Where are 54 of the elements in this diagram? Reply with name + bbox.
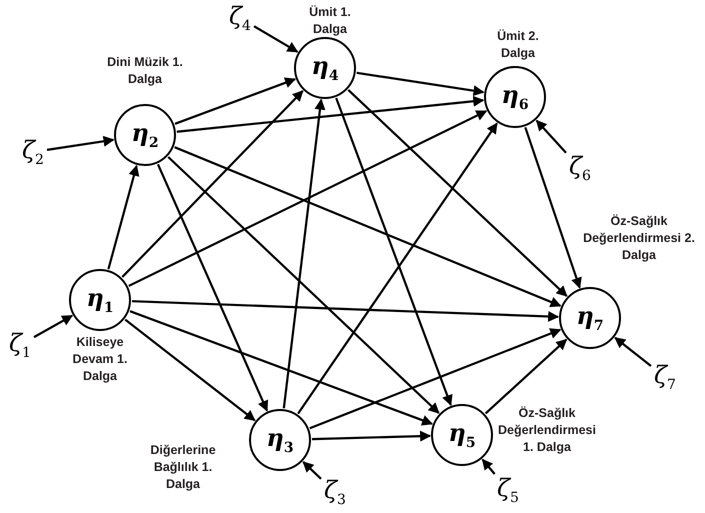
variable-symbol: η$_{1}$ xyxy=(86,286,114,314)
variable-caption: Ümit 2. Dalga xyxy=(496,28,540,62)
variable-caption: Kiliseye Devam 1. Dalga xyxy=(72,334,128,385)
latent-variable-circle xyxy=(484,66,546,128)
path-arrow xyxy=(335,98,452,406)
path-arrow xyxy=(128,110,488,287)
latent-variable-circle xyxy=(431,404,493,466)
path-arrow xyxy=(130,310,434,426)
latent-variable-circle xyxy=(249,409,311,471)
path-arrow xyxy=(132,300,560,322)
path-arrow xyxy=(614,336,652,367)
variable-caption: Öz-Sağlık Değerlendirmesi 1. Dalga xyxy=(497,405,597,456)
variable-symbol: η$_{7}$ xyxy=(576,304,604,332)
error-term-label: ζ$_{7}$ xyxy=(651,361,679,393)
path-arrow xyxy=(121,90,304,278)
variable-symbol: η$_{4}$ xyxy=(311,54,339,82)
path-arrow xyxy=(297,122,498,414)
variable-symbol: η$_{6}$ xyxy=(501,82,529,112)
path-arrow xyxy=(124,318,256,422)
error-term-label: ζ$_{6}$ xyxy=(566,152,594,184)
path-arrow xyxy=(33,314,74,338)
latent-variable-circle xyxy=(559,287,621,349)
latent-variable-circle xyxy=(69,269,131,331)
path-arrow xyxy=(46,136,114,151)
path-arrow xyxy=(482,458,496,475)
path-arrow xyxy=(536,120,567,154)
variable-symbol: η$_{5}$ xyxy=(448,420,476,450)
variable-caption: Öz-Sağlık Değerlendirmesi 2. Dalga xyxy=(582,213,696,264)
error-term-label: ζ$_{5}$ xyxy=(494,474,522,506)
path-arrow xyxy=(524,126,582,289)
variable-caption: Diğerlerine Bağlılık 1. Dalga xyxy=(149,442,217,493)
path-arrow xyxy=(312,430,432,442)
path-arrow xyxy=(348,89,568,297)
error-term-label: ζ$_{4}$ xyxy=(226,2,254,34)
path-arrow xyxy=(484,338,568,414)
variable-caption: Ümit 1. Dalga xyxy=(308,4,352,38)
path-arrow xyxy=(167,156,440,414)
path-arrow xyxy=(174,146,562,308)
path-arrow xyxy=(176,96,484,133)
latent-variable-circle xyxy=(294,37,356,99)
path-arrow xyxy=(282,98,326,408)
error-term-label: ζ$_{3}$ xyxy=(321,476,349,508)
variable-symbol: η$_{2}$ xyxy=(131,120,159,150)
path-arrow xyxy=(156,164,268,412)
path-arrow xyxy=(302,461,322,480)
path-arrow xyxy=(253,25,298,53)
path-arrow xyxy=(174,77,296,125)
path-arrow xyxy=(107,164,140,270)
variable-caption: Dini Müzik 1. Dalga xyxy=(106,54,184,88)
path-arrow xyxy=(309,328,562,430)
path-arrow xyxy=(356,72,484,96)
error-term-label: ζ$_{2}$ xyxy=(19,136,47,168)
error-term-label: ζ$_{1}$ xyxy=(6,329,34,361)
variable-symbol: η$_{3}$ xyxy=(266,426,294,454)
